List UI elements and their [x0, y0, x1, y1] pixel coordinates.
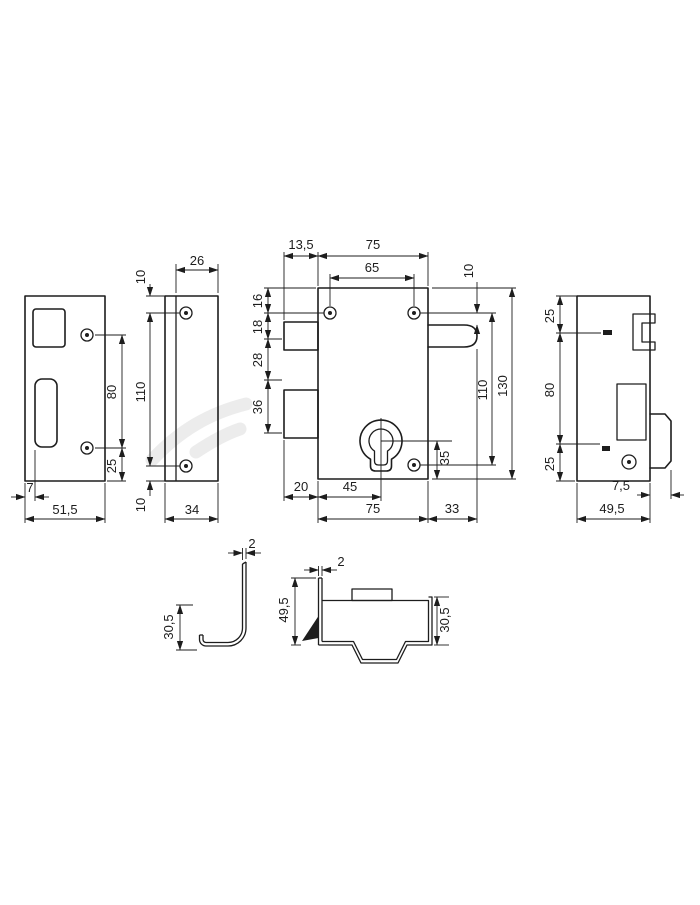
dim-width-51-5: 51,5: [24, 483, 106, 523]
mounting-tab: [302, 616, 319, 641]
dim-label: 25: [542, 457, 557, 471]
dim-label: 18: [250, 320, 265, 334]
lock-body-outline: [317, 287, 429, 480]
dim-label: 34: [185, 502, 199, 517]
dim-label: 13,5: [288, 237, 313, 252]
dim-label: 7,5: [612, 478, 630, 493]
dim-height-130: 130: [432, 287, 516, 480]
dim-bracket-height-30-5: 30,5: [161, 604, 197, 651]
dim-screw-spacing-65: 65: [329, 260, 415, 306]
dim-label: 7: [26, 480, 33, 495]
dim-case-depth-30-5: 30,5: [433, 596, 452, 646]
dim-label: 30,5: [437, 607, 452, 632]
dim-case-height-49-5: 49,5: [276, 577, 316, 646]
dim-label: 33: [445, 501, 459, 516]
bracket-end-cap: [242, 561, 247, 565]
slot-mark: [603, 330, 612, 335]
dim-bottom-chain: 20 45: [283, 440, 382, 523]
watermark: [145, 397, 253, 467]
bracket-cross-section-view: 2 30,5: [161, 536, 261, 651]
strike-plate-outline: [24, 295, 106, 482]
deadbolt: [283, 389, 319, 439]
dim-width-75-bottom: 75: [317, 481, 429, 523]
dim-label: 30,5: [161, 614, 176, 639]
dim-width-75-top: 75: [317, 237, 429, 286]
dim-left-chain: 16 18 28 36: [250, 287, 324, 434]
dim-bracket-thickness-2: 2: [228, 536, 261, 560]
dim-bolt-33: 33: [427, 349, 478, 523]
latch-bolt: [283, 321, 319, 351]
dim-label: 80: [104, 385, 119, 399]
screw-hole: [179, 306, 193, 320]
dim-depth-49-5: 49,5: [576, 483, 651, 523]
case-outer-contour: [318, 596, 433, 664]
dim-label: 49,5: [599, 501, 624, 516]
dim-label: 36: [250, 400, 265, 414]
dim-side-left-chain: 25 80 25: [542, 295, 601, 482]
lock-body-side-view: 25 80 25 7,5 49,5: [542, 295, 684, 523]
dim-label: 110: [133, 382, 148, 403]
dim-label: 26: [190, 253, 204, 268]
slot-mark: [602, 446, 610, 451]
dim-width-26: 26: [175, 253, 219, 293]
slot-cutout: [34, 378, 58, 448]
screw-hole: [80, 441, 94, 455]
dim-label: 75: [366, 237, 380, 252]
bracket-outer-contour: [198, 562, 247, 647]
dim-width-34: 34: [164, 483, 219, 523]
dim-label: 10: [133, 498, 148, 512]
dim-screw-span-110: 110: [420, 312, 496, 466]
lock-body-front-view: 13,5 75 65 10 16 18: [250, 237, 516, 523]
dim-label: 20: [294, 479, 308, 494]
case-opening: [616, 383, 647, 441]
cylinder-keyway: [368, 428, 394, 466]
dim-label: 49,5: [276, 597, 291, 622]
screw-hole: [80, 328, 94, 342]
dim-label: 10: [133, 270, 148, 284]
bolt-tail-bracket: [632, 313, 656, 351]
dim-label: 51,5: [52, 502, 77, 517]
dim-cylinder-35: 35: [433, 440, 452, 480]
strike-plate-front-view: 7 51,5: [11, 295, 106, 523]
screw-hole: [179, 459, 193, 473]
dim-faceplate-13-5: 13,5: [283, 237, 319, 320]
case-cross-section-view: 2 49,5 30,5: [276, 554, 452, 664]
dim-label: 25: [542, 309, 557, 323]
euro-cylinder: [359, 419, 403, 472]
main-bolt: [427, 324, 478, 348]
strike-vertical-dimensions: 80 25 10 110 10: [95, 270, 180, 512]
dim-bolt-offset-10: 10: [461, 264, 481, 339]
dim-label: 16: [250, 294, 265, 308]
dim-label: 2: [337, 554, 344, 569]
dim-label: 45: [343, 479, 357, 494]
dim-label: 10: [461, 264, 476, 278]
dim-label: 2: [248, 536, 255, 551]
dim-offset-7: 7: [11, 450, 49, 523]
dim-label: 80: [542, 383, 557, 397]
dim-label: 65: [365, 260, 379, 275]
dim-label: 35: [437, 451, 452, 465]
cylinder-housing: [649, 413, 672, 469]
dim-offset-7-5: 7,5: [612, 470, 684, 499]
spring-tab: [351, 588, 393, 602]
strike-plate-side-view: 26 34: [164, 253, 219, 523]
dim-label: 28: [250, 353, 265, 367]
dim-case-thickness-2: 2: [304, 554, 345, 576]
screw-hole: [621, 454, 637, 470]
square-cutout: [32, 308, 66, 348]
dim-label: 25: [104, 459, 119, 473]
dim-label: 130: [495, 375, 510, 397]
dim-label: 110: [475, 380, 490, 401]
dim-label: 75: [366, 501, 380, 516]
case-inner-contour: [322, 599, 430, 661]
strike-side-outline: [164, 295, 219, 482]
body-side-outline: [576, 295, 651, 482]
bracket-inner-contour: [202, 564, 244, 644]
